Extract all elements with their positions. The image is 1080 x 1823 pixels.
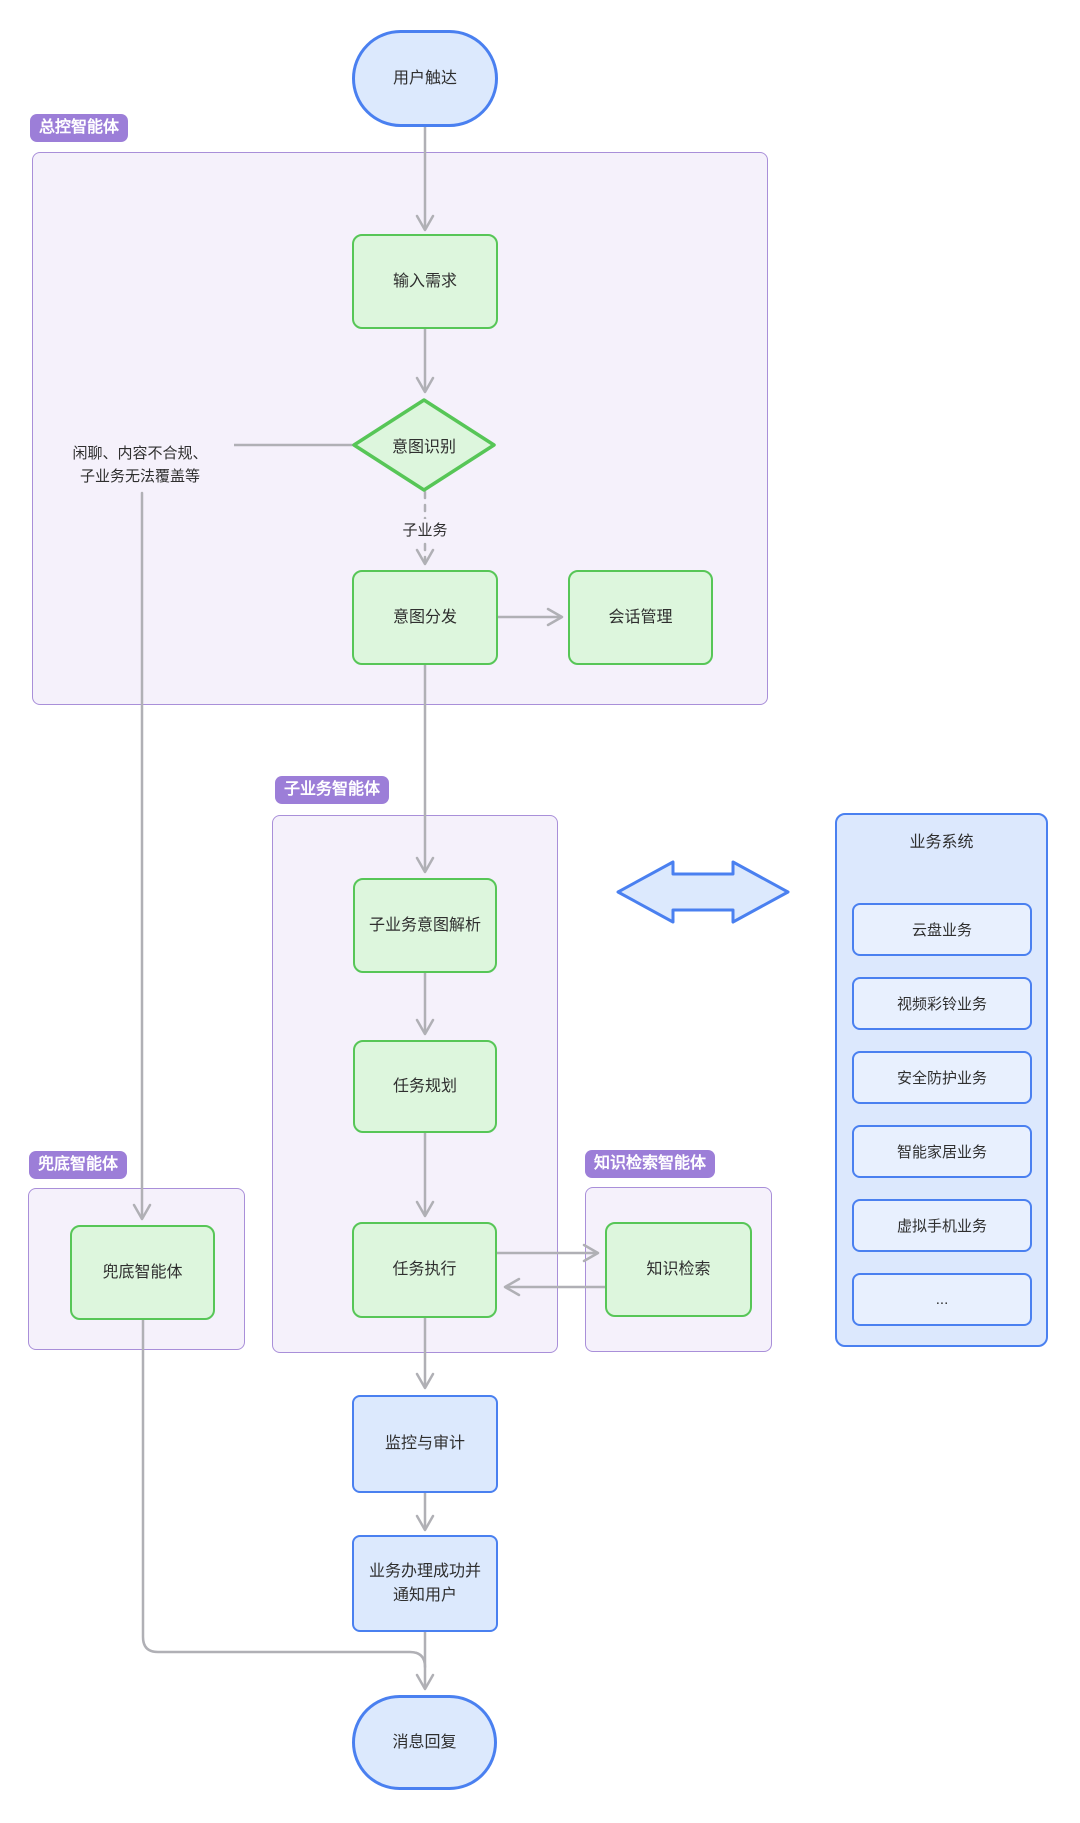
node-session-management-label: 会话管理 xyxy=(608,608,673,626)
node-message-reply: 消息回复 xyxy=(352,1695,497,1790)
edge-label-sub-business: 子业务 xyxy=(385,519,465,542)
badge-master-agent: 总控智能体 xyxy=(30,114,129,142)
node-notify-success-label: 业务办理成功并 通知用户 xyxy=(368,1562,481,1604)
node-knowledge-retrieval-label: 知识检索 xyxy=(646,1260,711,1278)
node-input-demand-label: 输入需求 xyxy=(392,272,457,290)
node-monitor-audit: 监控与审计 xyxy=(352,1395,498,1493)
business-item-virtual-phone: 虚拟手机业务 xyxy=(852,1199,1032,1252)
business-item-video-ringtone: 视频彩铃业务 xyxy=(852,977,1032,1030)
node-intent-dispatch: 意图分发 xyxy=(352,570,498,665)
node-fallback-agent: 兜底智能体 xyxy=(70,1225,215,1320)
node-task-planning-label: 任务规划 xyxy=(392,1077,457,1095)
edge-label-fallback-reason: 闲聊、内容不合规、 子业务无法覆盖等 xyxy=(46,442,234,488)
badge-sub-business-agent: 子业务智能体 xyxy=(275,776,390,804)
diamond-shape xyxy=(352,398,496,492)
business-item-more: ... xyxy=(852,1273,1032,1326)
badge-knowledge-agent: 知识检索智能体 xyxy=(585,1150,716,1178)
node-sub-intent-parse: 子业务意图解析 xyxy=(353,878,497,973)
decision-intent-recognition-label: 意图识别 xyxy=(391,439,456,456)
node-notify-success: 业务办理成功并 通知用户 xyxy=(352,1535,498,1632)
business-item-security: 安全防护业务 xyxy=(852,1051,1032,1104)
badge-fallback-agent: 兜底智能体 xyxy=(29,1151,128,1179)
node-message-reply-label: 消息回复 xyxy=(392,1733,457,1751)
node-monitor-audit-label: 监控与审计 xyxy=(384,1435,465,1452)
business-system-title: 业务系统 xyxy=(909,834,974,851)
node-task-execution-label: 任务执行 xyxy=(392,1261,457,1278)
node-task-execution: 任务执行 xyxy=(352,1222,497,1318)
node-sub-intent-parse-label: 子业务意图解析 xyxy=(368,916,481,934)
bidirectional-arrow xyxy=(616,860,790,924)
business-item-cloud-disk: 云盘业务 xyxy=(852,903,1032,956)
node-intent-dispatch-label: 意图分发 xyxy=(392,608,457,626)
node-fallback-agent-label: 兜底智能体 xyxy=(102,1263,183,1281)
node-task-planning: 任务规划 xyxy=(353,1040,497,1133)
node-session-management: 会话管理 xyxy=(568,570,713,665)
node-user-reach-label: 用户触达 xyxy=(392,69,457,87)
business-item-smart-home: 智能家居业务 xyxy=(852,1125,1032,1178)
decision-intent-recognition: 意图识别 xyxy=(351,398,497,492)
node-input-demand: 输入需求 xyxy=(352,234,498,329)
node-knowledge-retrieval: 知识检索 xyxy=(605,1222,752,1317)
node-user-reach: 用户触达 xyxy=(352,30,498,127)
